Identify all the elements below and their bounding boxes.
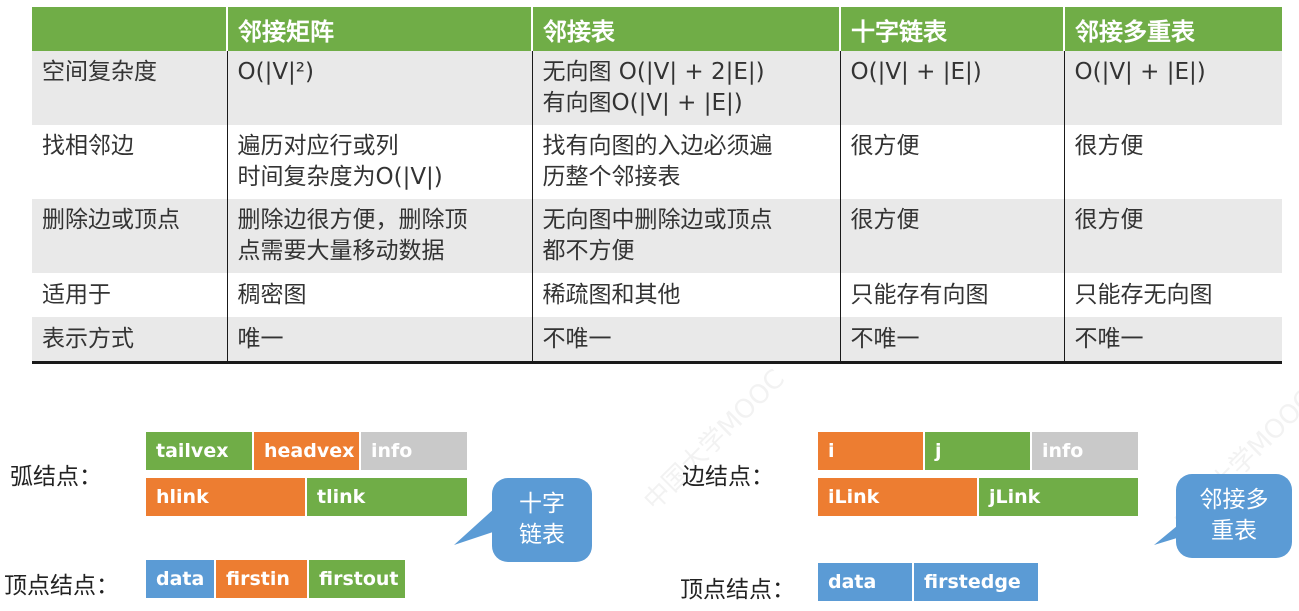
field-hlink: hlink [146,478,307,516]
table-cell: 稠密图 [226,273,532,317]
vertex-node-label: 顶点结点： [4,573,119,599]
field-i: i [818,432,925,470]
table-cell: 很方便 [839,199,1064,273]
table-cell: 唯一 [226,317,532,363]
table-cell: O(|V| + |E|) [1063,51,1282,125]
table-cell: 不唯一 [839,317,1064,363]
field-j: j [925,432,1032,470]
callout-pointer [454,507,496,545]
row-label: 表示方式 [32,317,227,363]
watermark: 中国大学MOOC [638,364,791,517]
table-cell: 很方便 [839,125,1064,199]
callout-line: 重表 [1211,518,1257,544]
header-corner [32,7,227,51]
edge-node-label: 边结点： [682,464,774,490]
callout-line: 邻接多 [1199,487,1269,513]
callout-line: 链表 [519,522,565,548]
row-label: 找相邻边 [32,125,227,199]
table-row: 空间复杂度 O(|V|²) 无向图 O(|V| + 2|E|)有向图O(|V| … [32,51,1282,125]
table-cell: 稀疏图和其他 [531,273,840,317]
table-cell: 无向图中删除边或顶点都不方便 [531,199,840,273]
row-label: 空间复杂度 [32,51,227,125]
table-cell: O(|V|²) [226,51,532,125]
field-data: data [146,560,216,598]
header-adjacency-matrix: 邻接矩阵 [226,7,532,51]
table-cell: O(|V| + |E|) [839,51,1064,125]
table-row: 表示方式 唯一 不唯一 不唯一 不唯一 [32,317,1282,363]
field-firstout: firstout [309,560,405,598]
field-tlink: tlink [307,478,467,516]
field-headvex: headvex [254,432,361,470]
header-adjacency-multilist: 邻接多重表 [1063,7,1282,51]
table-cell: 遍历对应行或列时间复杂度为O(|V|) [226,125,532,199]
field-ilink: iLink [818,478,979,516]
table-cell: 很方便 [1063,125,1282,199]
field-jlink: jLink [979,478,1138,516]
table-cell: 不唯一 [1063,317,1282,363]
table-cell: 很方便 [1063,199,1282,273]
table-cell: 无向图 O(|V| + 2|E|)有向图O(|V| + |E|) [531,51,840,125]
field-firstedge: firstedge [914,563,1038,601]
table-cell: 只能存无向图 [1063,273,1282,317]
field-data: data [818,563,914,601]
orthogonal-list-callout: 十字 链表 [492,478,592,562]
table-cell: 不唯一 [531,317,840,363]
vertex-node-label: 顶点结点： [680,577,795,603]
table-header-row: 邻接矩阵 邻接表 十字链表 邻接多重表 [32,7,1282,51]
table-cell: 找有向图的入边必须遍历整个邻接表 [531,125,840,199]
row-label: 删除边或顶点 [32,199,227,273]
table-row: 找相邻边 遍历对应行或列时间复杂度为O(|V|) 找有向图的入边必须遍历整个邻接… [32,125,1282,199]
comparison-table: 邻接矩阵 邻接表 十字链表 邻接多重表 空间复杂度 O(|V|²) 无向图 O(… [32,7,1282,364]
field-info: info [361,432,467,470]
adjacency-multilist-callout: 邻接多 重表 [1176,474,1292,558]
header-adjacency-list: 邻接表 [531,7,840,51]
table-row: 适用于 稠密图 稀疏图和其他 只能存有向图 只能存无向图 [32,273,1282,317]
arc-node-label: 弧结点： [10,464,102,490]
field-tailvex: tailvex [146,432,254,470]
field-info: info [1032,432,1138,470]
callout-line: 十字 [519,491,565,517]
table-row: 删除边或顶点 删除边很方便，删除顶点需要大量移动数据 无向图中删除边或顶点都不方… [32,199,1282,273]
field-firstin: firstin [216,560,309,598]
table-cell: 删除边很方便，删除顶点需要大量移动数据 [226,199,532,273]
table-cell: 只能存有向图 [839,273,1064,317]
row-label: 适用于 [32,273,227,317]
header-orthogonal-list: 十字链表 [839,7,1064,51]
